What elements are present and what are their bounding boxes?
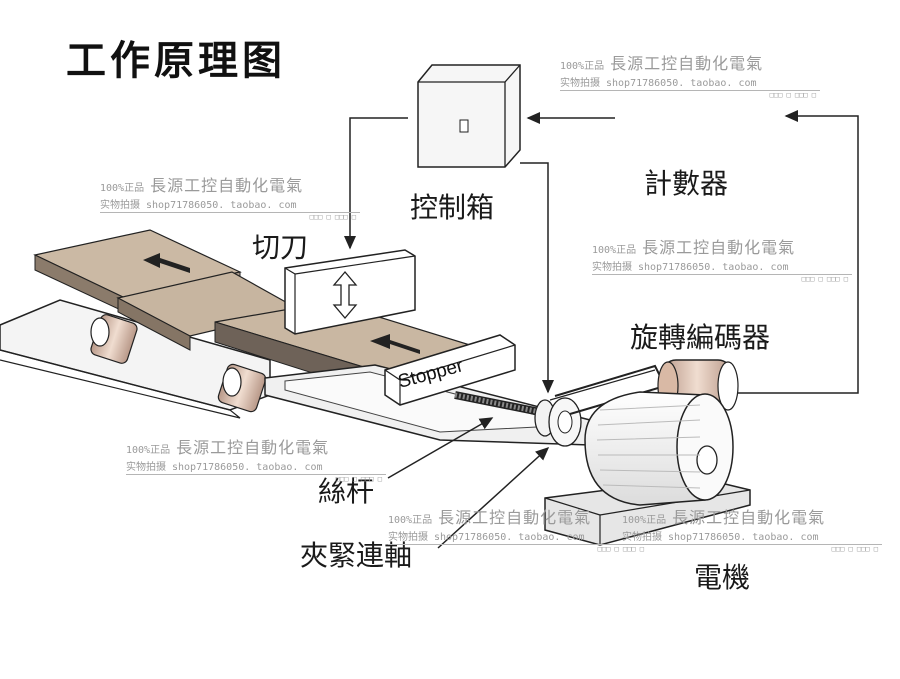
watermark-line3: □□□ □ □□□ □ (309, 213, 356, 221)
watermark-small-1: 100%正品 (100, 183, 145, 194)
watermark-big: 長源工控自動化電氣 (438, 508, 592, 527)
watermark: 100%正品長源工控自動化電氣 实物拍摄 shop71786050. taobao… (388, 504, 648, 553)
watermark-shop: shop71786050. taobao. com (434, 532, 585, 543)
screw-rod (454, 391, 541, 416)
watermark: 100%正品長源工控自動化電氣 实物拍摄 shop71786050. taobao… (126, 434, 386, 483)
label-counter: 計數器 (644, 167, 729, 200)
watermark-line3: □□□ □ □□□ □ (801, 275, 848, 283)
label-controller: 控制箱 (410, 191, 495, 224)
watermark-line3: □□□ □ □□□ □ (335, 475, 382, 483)
watermark-big: 長源工控自動化電氣 (642, 238, 796, 257)
control-box (417, 64, 521, 168)
watermark-small-2: 实物拍摄 (126, 462, 166, 473)
watermark-shop: shop71786050. taobao. com (172, 462, 323, 473)
leader-screw-rod (387, 417, 494, 479)
coupling (534, 397, 582, 447)
watermark-shop: shop71786050. taobao. com (638, 262, 789, 273)
watermark-small-2: 实物拍摄 (622, 532, 662, 543)
label-encoder: 旋轉編碼器 (630, 321, 771, 354)
motor (544, 391, 751, 546)
watermark-shop: shop71786050. taobao. com (668, 532, 819, 543)
watermark-big: 長源工控自動化電氣 (176, 438, 330, 457)
watermark-shop: shop71786050. taobao. com (606, 78, 757, 89)
watermark: 100%正品長源工控自動化電氣 实物拍摄 shop71786050. taobao… (592, 234, 852, 283)
watermark-small-2: 实物拍摄 (592, 262, 632, 273)
watermark-small-1: 100%正品 (126, 445, 171, 456)
watermark-big: 長源工控自動化電氣 (610, 54, 764, 73)
watermark-shop: shop71786050. taobao. com (146, 200, 297, 211)
label-cutter: 切刀 (252, 231, 309, 264)
line-box-to-cutter (344, 117, 408, 250)
watermark: 100%正品長源工控自動化電氣 实物拍摄 shop71786050. taobao… (622, 504, 882, 553)
watermark-big: 長源工控自動化電氣 (672, 508, 826, 527)
line-box-to-motor (520, 162, 554, 394)
roller-left (90, 314, 138, 364)
page-title: 工作原理图 (66, 37, 286, 84)
watermark-small-1: 100%正品 (388, 515, 433, 526)
label-motor: 電機 (694, 561, 751, 594)
watermark-line3: □□□ □ □□□ □ (831, 545, 878, 553)
watermark-line3: □□□ □ □□□ □ (769, 91, 816, 99)
label-screw-rod: 絲杆 (318, 475, 375, 508)
roller-right (217, 363, 267, 413)
watermark-small-2: 实物拍摄 (100, 200, 140, 211)
watermark-small-2: 实物拍摄 (560, 78, 600, 89)
watermark-small-1: 100%正品 (622, 515, 667, 526)
watermark-small-2: 实物拍摄 (388, 532, 428, 543)
cutter-blade (284, 249, 416, 335)
feed-arrow-1 (143, 253, 190, 273)
feed-arrow-2 (370, 334, 420, 354)
leader-coupling (437, 446, 550, 549)
line-encoder-to-counter (738, 110, 859, 394)
watermark-small-1: 100%正品 (560, 61, 605, 72)
signal-lines (344, 110, 859, 394)
watermark: 100%正品長源工控自動化電氣 实物拍摄 shop71786050. taobao… (560, 50, 820, 99)
watermark-line3: □□□ □ □□□ □ (597, 545, 644, 553)
watermark-big: 長源工控自動化電氣 (150, 176, 304, 195)
watermark-small-1: 100%正品 (592, 245, 637, 256)
watermark: 100%正品長源工控自動化電氣 实物拍摄 shop71786050. taobao… (100, 172, 360, 221)
leader-lines (387, 417, 550, 549)
